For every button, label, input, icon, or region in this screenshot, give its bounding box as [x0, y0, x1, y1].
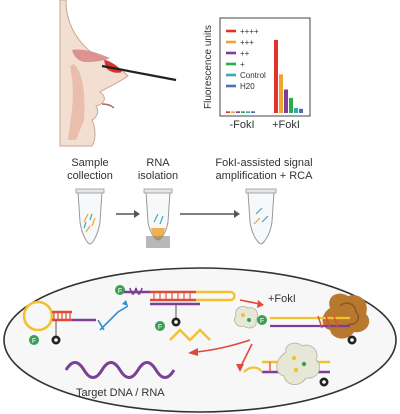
bar-plus-0 [241, 111, 245, 113]
bar-plus-1 [289, 97, 293, 113]
step3-label-line1: FokI-assisted signal [215, 157, 312, 169]
chart-bars [226, 39, 303, 113]
bar-control-0 [246, 111, 250, 113]
arrow-icon [239, 299, 261, 305]
step3-label-line2: amplification + RCA [216, 170, 314, 182]
nasal-swab-illustration [59, 0, 177, 147]
x-tick-minus-foki: -FokI [229, 119, 254, 131]
chart-frame [219, 17, 311, 117]
sample-tube [75, 188, 105, 245]
bar-h20-0 [251, 111, 255, 113]
arrow-icon [195, 339, 251, 353]
foki-enzyme-bottom [243, 342, 330, 387]
x-tick-plus-foki: +FokI [272, 119, 300, 131]
bar-plus-1 [274, 39, 278, 113]
target-dna-strand [64, 361, 176, 379]
bar-plus-0 [236, 111, 240, 113]
bar-plus-0 [231, 111, 235, 113]
bar-plus-1 [279, 74, 283, 113]
arrow-icon [257, 300, 264, 308]
bar-control-1 [294, 107, 298, 113]
legend-entry: ++++ [240, 27, 259, 36]
probe-target-duplex-top: F [115, 285, 236, 327]
swab-stick [101, 64, 177, 82]
foki-enzyme-top: F [257, 293, 370, 345]
legend-entry: + [240, 60, 245, 69]
arrow-icon [236, 364, 244, 372]
arrow-right-icon [116, 210, 140, 218]
amplification-tube [245, 188, 277, 245]
legend-entry: Control [240, 71, 266, 80]
step1-label-line1: Sample [71, 157, 108, 169]
arrow-right-icon [180, 210, 240, 218]
step1-label-line2: collection [67, 170, 113, 182]
legend-entry: ++ [240, 49, 250, 58]
throat [68, 64, 85, 140]
legend-entry: H20 [240, 82, 255, 91]
mechanism-ellipse [3, 267, 397, 413]
cleavage-arrow-icon [99, 305, 129, 331]
svg-text:F: F [32, 338, 36, 345]
workflow-row: Sample collection RNA isolation FokI-ass… [67, 157, 313, 248]
nasal-cavity [72, 49, 110, 62]
svg-text:F: F [260, 318, 264, 325]
foki-label: +FokI [268, 293, 296, 305]
mechanism-panel: F F +FokI [3, 267, 397, 413]
bar-h20-1 [299, 108, 303, 113]
y-axis-label: Fluorescence units [203, 25, 214, 109]
hairpin-probe: F [22, 300, 96, 345]
bar-plus-1 [284, 89, 288, 113]
isolation-tube [143, 188, 173, 248]
arrow-icon [122, 300, 128, 306]
cleaved-fragment: F [155, 321, 211, 342]
svg-text:F: F [118, 288, 122, 295]
step2-label-line1: RNA [146, 157, 170, 169]
svg-text:F: F [158, 324, 162, 331]
arrow-icon [188, 348, 198, 356]
step2-label-line2: isolation [138, 170, 178, 182]
foki-enzyme-mid [234, 306, 258, 329]
lips [101, 103, 115, 109]
legend-entry: +++ [240, 38, 254, 47]
target-label: Target DNA / RNA [76, 387, 165, 399]
bar-plus-0 [226, 111, 230, 113]
